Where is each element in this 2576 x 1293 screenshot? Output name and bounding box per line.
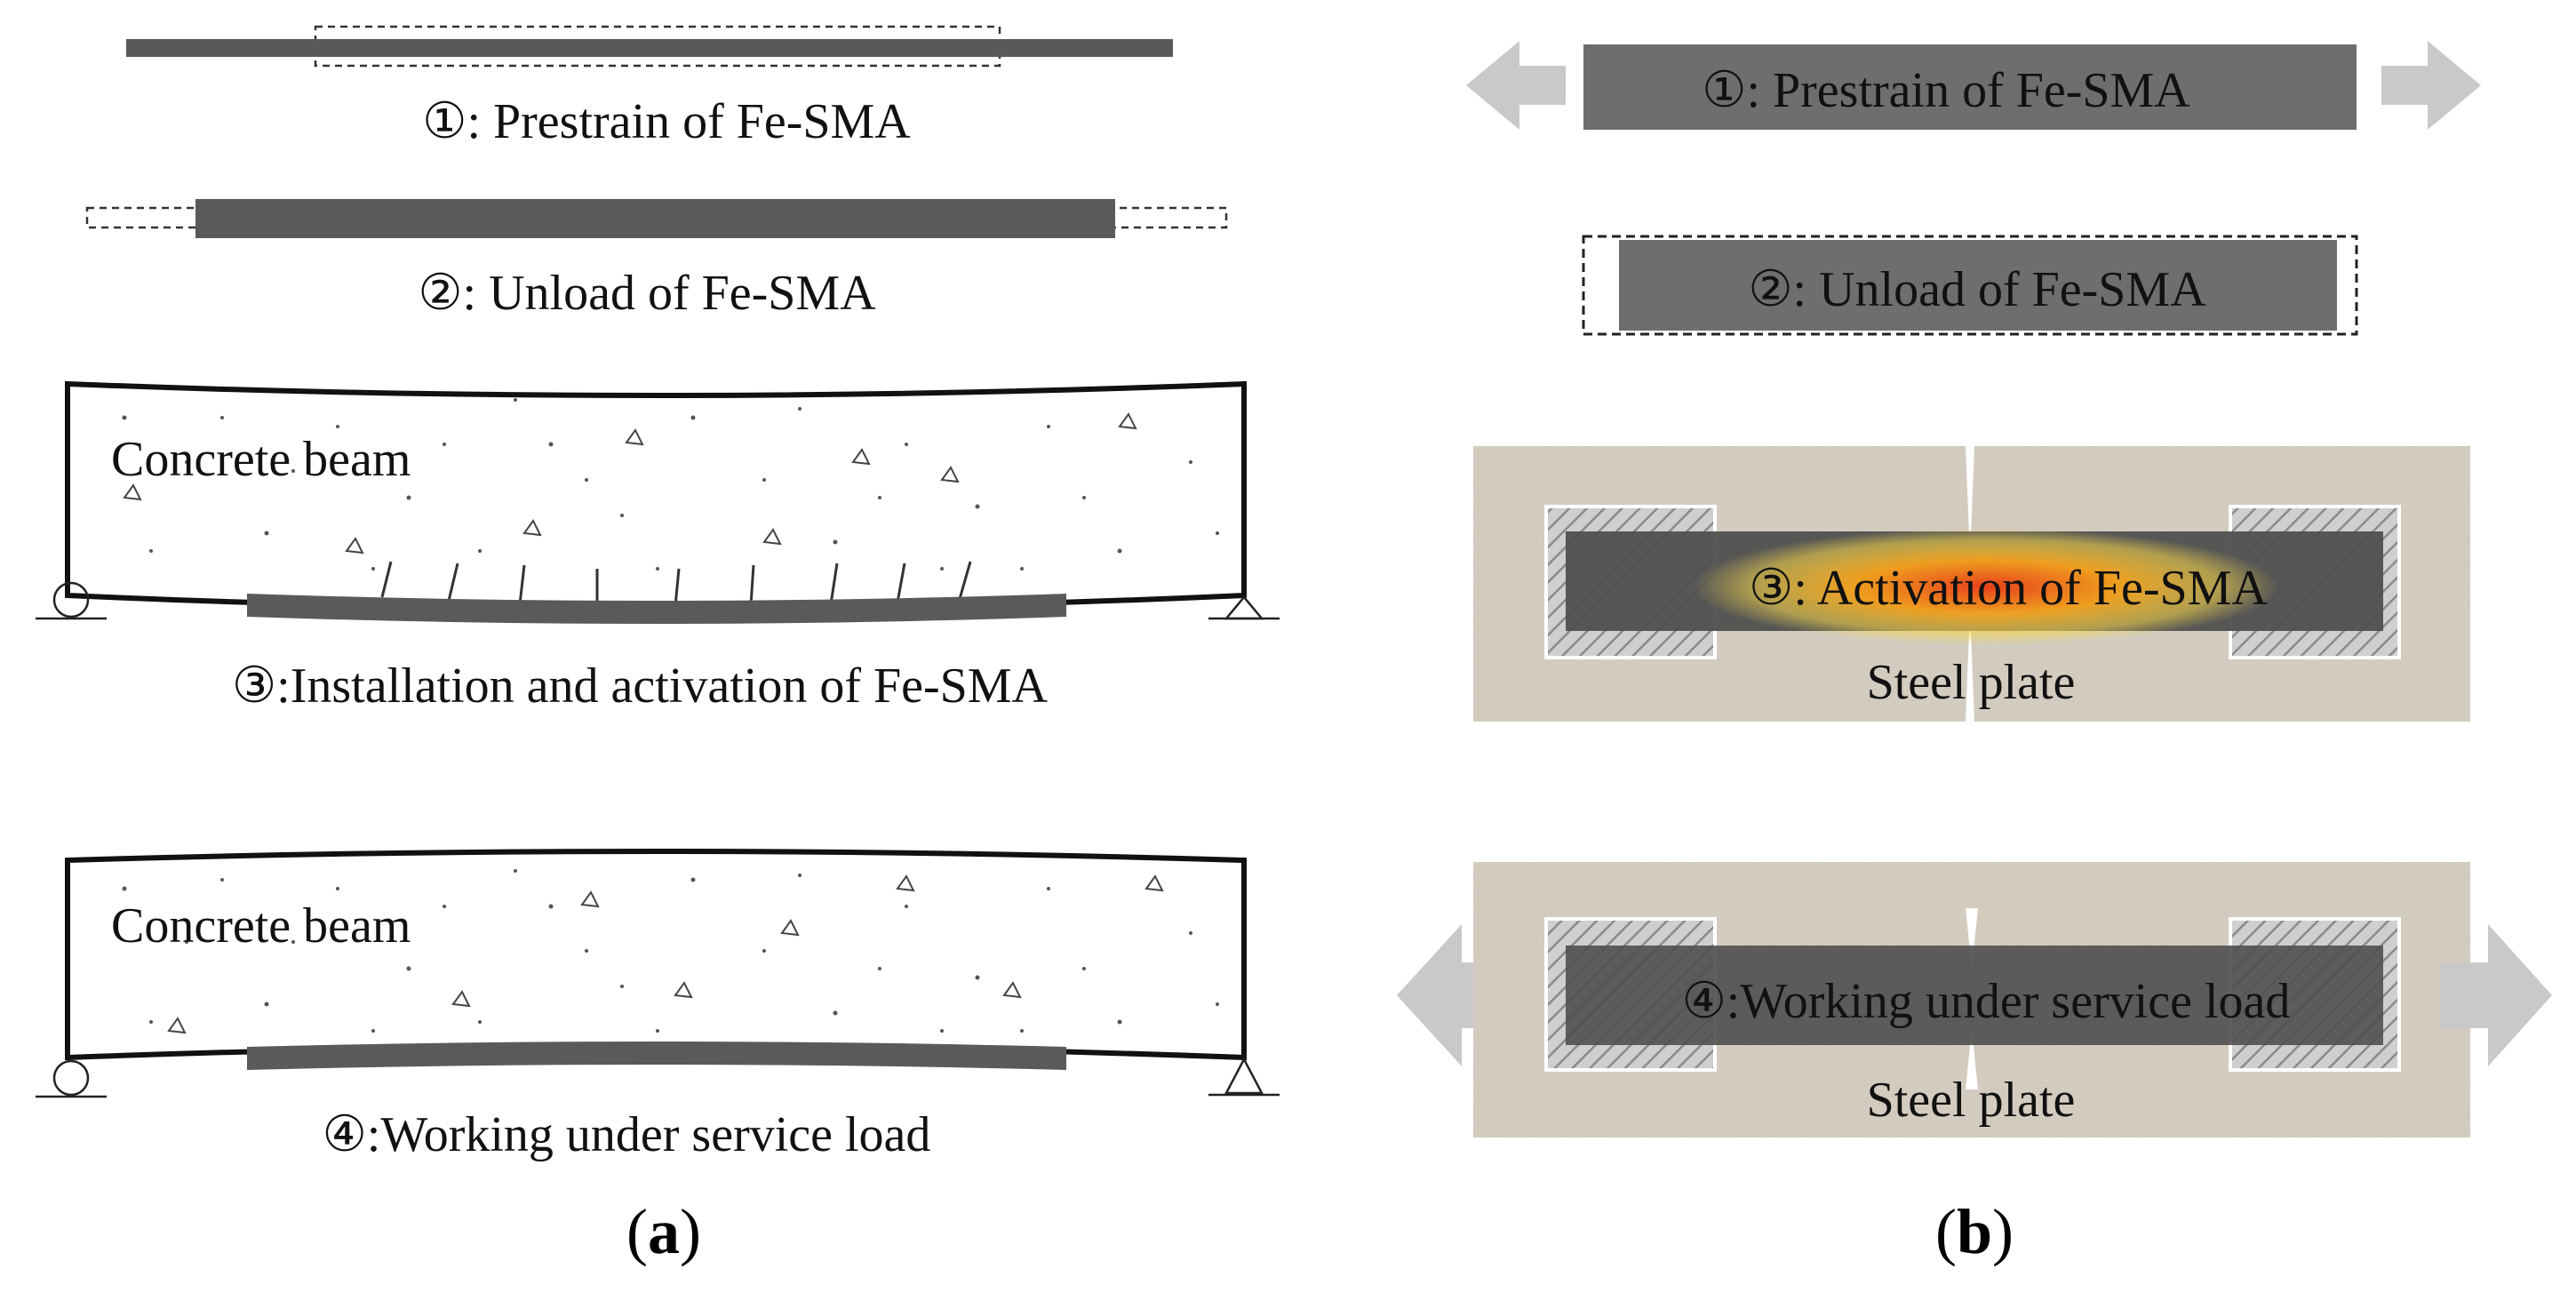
a-unloaded-bar <box>195 199 1115 238</box>
a-beam2-label: Concrete beam <box>111 898 411 954</box>
b-step1-left-arrow <box>1466 41 1566 130</box>
a-beam1-label: Concrete beam <box>111 432 411 487</box>
b-step4-crack-top <box>1966 908 1978 969</box>
a-beam2-aggregate-triangles <box>167 874 1164 1034</box>
a-beam2-sma-plate <box>247 1042 1066 1070</box>
b-step2-bar <box>1619 240 2337 331</box>
a-beam1-aggregate <box>122 398 1219 571</box>
b-step3-caption: ③: Activation of Fe-SMA <box>1749 561 2268 616</box>
a-beam1-roller-support <box>36 581 107 620</box>
a-beam2-body <box>65 849 1247 1061</box>
b-step4-right-arrow <box>2439 924 2552 1066</box>
b-step4-plate-label: Steel plate <box>1867 1073 2076 1128</box>
a-step1-caption: ①: Prestrain of Fe-SMA <box>422 94 911 149</box>
a-beam2-roller-support <box>36 1059 107 1098</box>
a-beam1-pin-support <box>1208 595 1280 620</box>
a-beam1-body <box>65 380 1247 611</box>
a-beam1-aggregate-triangles <box>123 412 1137 555</box>
a-panel-label: (a) <box>626 1196 701 1267</box>
a-step1-diagram <box>126 25 1173 68</box>
a-original-length-outline <box>85 206 1228 229</box>
a-beam1-cracks <box>380 561 972 607</box>
a-beam2-aggregate <box>122 869 1219 1033</box>
b-step3-heat-glow <box>1693 528 2279 645</box>
b-step3-diagram <box>1473 446 2470 722</box>
b-step3-crack-top <box>1966 446 1974 558</box>
b-step4-left-arrow <box>1397 924 1511 1066</box>
a-step2-diagram <box>85 199 1228 238</box>
a-step2-caption: ②: Unload of Fe-SMA <box>418 266 876 321</box>
a-prestrained-bar <box>126 39 1173 57</box>
b-step4-crack-bottom <box>1966 1029 1978 1089</box>
b-step4-sma-strip <box>1566 946 2383 1045</box>
b-step4-caption: ④:Working under service load <box>1682 974 2291 1029</box>
panel-a: ①: Prestrain of Fe-SMA ②: Unload of Fe-S… <box>36 25 1280 1267</box>
b-step1-right-arrow <box>2381 41 2481 130</box>
b-step1-caption: ①: Prestrain of Fe-SMA <box>1702 63 2190 118</box>
a-beam2 <box>36 849 1280 1098</box>
b-panel-label: (b) <box>1935 1196 2014 1267</box>
b-step4-diagram <box>1473 862 2470 1137</box>
b-step1-bar <box>1583 44 2357 130</box>
b-step3-plate-label: Steel plate <box>1867 655 2076 710</box>
a-beam1-sma-plate <box>247 594 1066 624</box>
b-step2-caption: ②: Unload of Fe-SMA <box>1748 262 2206 317</box>
a-beam1 <box>36 380 1280 624</box>
panel-b: ①: Prestrain of Fe-SMA ②: Unload of Fe-S… <box>1397 41 2552 1267</box>
b-step3-crack-bottom <box>1966 610 1974 722</box>
a-step3-caption: ③:Installation and activation of Fe-SMA <box>232 658 1049 714</box>
a-step4-caption: ④:Working under service load <box>323 1107 931 1162</box>
a-beam2-pin-support <box>1208 1057 1280 1097</box>
